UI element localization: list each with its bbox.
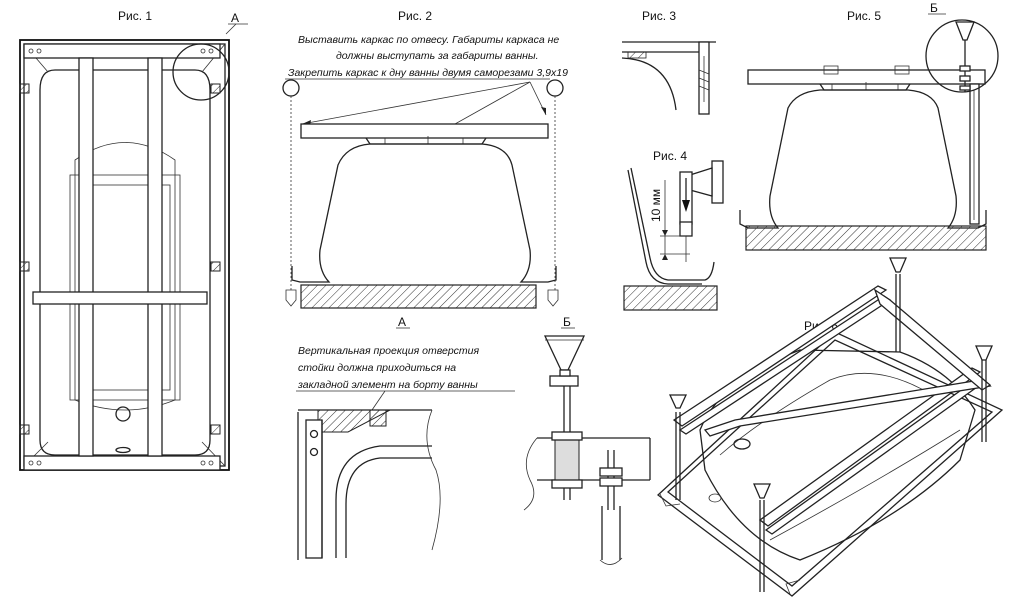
detail-a-note-line-1: Вертикальная проекция отверстия	[298, 345, 480, 357]
detail-a-title: А	[398, 315, 406, 329]
detail-a-note-line-3: закладной элемент на борту ванны	[297, 379, 478, 391]
detail-a-note-line-2: стойки должна приходиться на	[298, 362, 456, 374]
figure-3: Рис. 3	[621, 9, 716, 115]
detail-b: Б	[523, 315, 651, 565]
detail-a: А Вертикальная проекция отверстия стойки…	[296, 315, 515, 560]
figure-4-label: Рис. 4	[653, 149, 687, 163]
figure-2-note-line-3: Закрепить каркас к дну ванны двумя самор…	[288, 67, 568, 79]
figure-3-label: Рис. 3	[642, 9, 676, 23]
figure-1-label: Рис. 1	[118, 9, 152, 23]
figure-2-note-line-1: Выставить каркас по отвесу. Габариты кар…	[298, 34, 559, 46]
figure-2-note-line-2: должны выступать за габариты ванны.	[336, 50, 539, 62]
figure-5: Рис. 5 Б	[739, 1, 999, 251]
detail-a-marker: А	[231, 11, 239, 25]
figure-1: Рис. 1 А	[19, 9, 248, 471]
detail-b-title: Б	[563, 315, 571, 329]
figure-4: Рис. 4 10 мм	[623, 149, 724, 311]
figure-5-label: Рис. 5	[847, 9, 881, 23]
figure-2: Рис. 2 Выставить каркас по отвесу. Габар…	[282, 9, 568, 309]
figure-6: Рис. 6	[656, 257, 1004, 597]
figure-2-label: Рис. 2	[398, 9, 432, 23]
detail-b-marker: Б	[930, 1, 938, 15]
dimension-10mm: 10 мм	[649, 189, 663, 222]
